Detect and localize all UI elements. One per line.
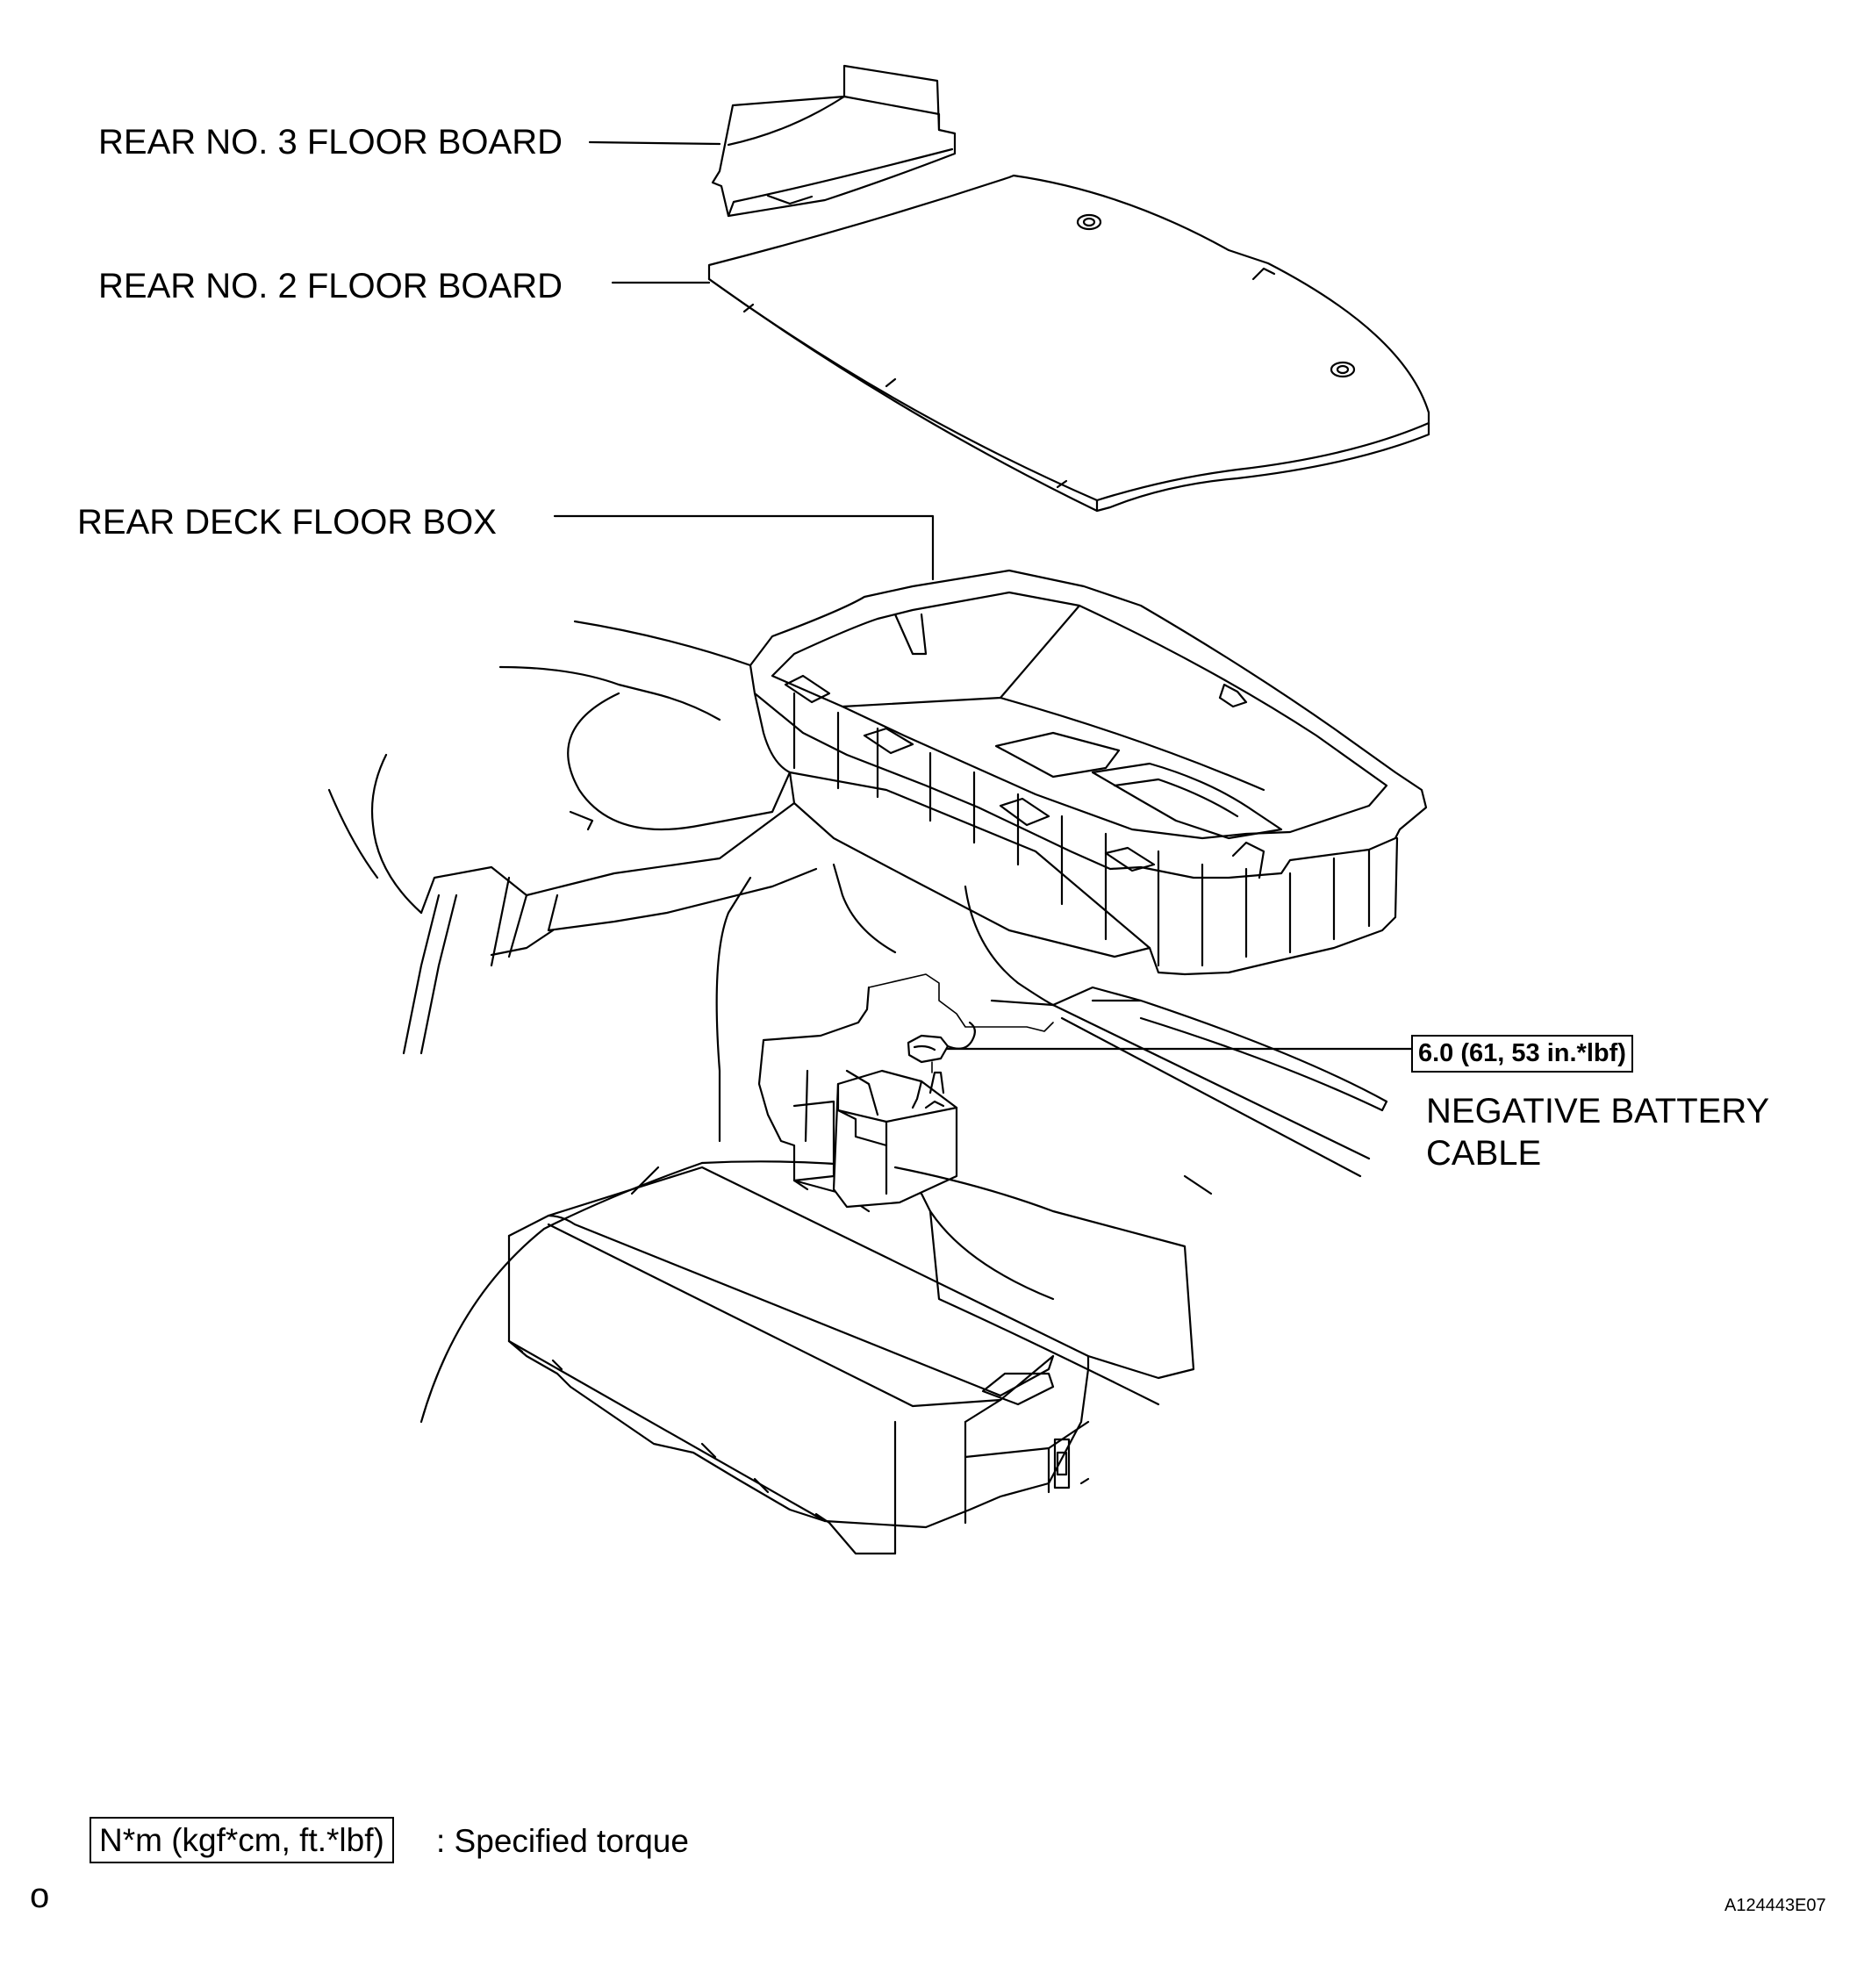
hybrid-battery-assembly [507,1166,1195,1555]
label-rear-deck-floor-box: REAR DECK FLOOR BOX [77,503,497,542]
rear-deck-floor-box [749,569,1428,976]
torque-spec-negative-cable: 6.0 (61, 53 in.*lbf) [1411,1035,1633,1073]
figure-id: A124443E07 [1724,1896,1826,1915]
rear-no2-floor-board [707,174,1430,513]
leader-rear-no3 [588,140,721,146]
leader-rear-deck-box [553,514,935,581]
label-negative-battery-cable-line2: CABLE [1426,1134,1542,1173]
label-negative-battery-cable-line1: NEGATIVE BATTERY [1426,1092,1770,1130]
vehicle-body-outline [327,620,1388,1424]
label-rear-no2-floor-board: REAR NO. 2 FLOOR BOARD [98,267,563,305]
legend-unit-box: N*m (kgf*cm, ft.*lbf) [90,1817,394,1863]
legend-description: : Specified torque [436,1823,689,1859]
label-rear-no3-floor-board: REAR NO. 3 FLOOR BOARD [98,123,563,161]
battery-bracket [757,973,1054,1213]
rear-no3-floor-board [711,64,957,218]
corner-mark: o [30,1877,50,1915]
